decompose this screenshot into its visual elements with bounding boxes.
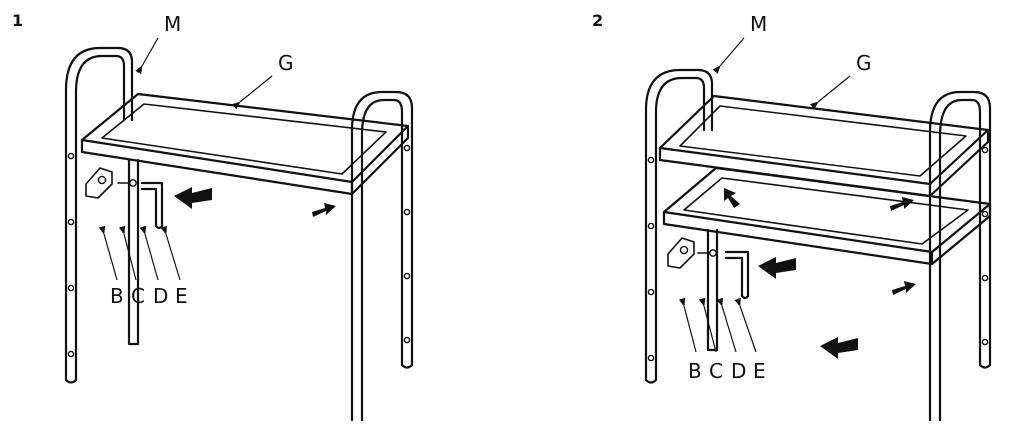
leader-arrow-icon: [810, 75, 851, 110]
label-m: M: [164, 12, 181, 36]
frame-right-upright: [928, 90, 992, 422]
leader-arrow-icon: [98, 225, 118, 281]
frame-hole: [67, 152, 75, 160]
leader-arrow-icon: [712, 37, 745, 74]
frame-hole: [403, 272, 411, 280]
push-arrow-icon: [724, 188, 740, 208]
hex-key-icon: [724, 250, 750, 300]
push-arrow-icon: [174, 187, 212, 209]
step-number: 1: [12, 11, 23, 30]
hex-key-icon: [140, 181, 164, 230]
frame-hole: [981, 210, 989, 218]
push-arrow-icon: [890, 197, 914, 211]
bracket-icon: [667, 237, 695, 269]
frame-hole: [647, 222, 655, 230]
push-arrow-icon: [758, 257, 796, 279]
leader-arrow-icon: [734, 297, 757, 353]
frame-hole: [647, 156, 655, 164]
frame-hole: [67, 218, 75, 226]
step-number: 2: [592, 11, 603, 30]
upper-shelf-tray: [658, 94, 990, 198]
frame-left-upright: [644, 68, 714, 384]
label-e: E: [753, 359, 766, 383]
frame-hole: [981, 274, 989, 282]
leader-arrow-icon: [139, 225, 159, 281]
leader-arrow-icon: [698, 297, 717, 353]
screw-icon: [697, 249, 717, 257]
center-post: [706, 228, 719, 352]
frame-hole: [403, 336, 411, 344]
frame-hole: [403, 144, 411, 152]
frame-hole: [647, 354, 655, 362]
panel-step-2: 2: [592, 11, 992, 422]
leader-arrow-icon: [232, 75, 273, 110]
leader-arrow-icon: [678, 297, 697, 353]
label-g: G: [856, 51, 872, 75]
leader-arrow-icon: [160, 225, 181, 281]
label-d: D: [153, 284, 168, 308]
leader-arrow-icon: [716, 297, 737, 353]
push-arrow-icon: [312, 203, 336, 217]
push-arrow-icon: [820, 337, 858, 359]
label-e: E: [175, 284, 188, 308]
label-b: B: [110, 284, 124, 308]
push-arrow-icon: [892, 281, 916, 295]
label-g: G: [278, 51, 294, 75]
label-d: D: [731, 359, 746, 383]
center-post: [127, 158, 140, 346]
frame-left-upright: [64, 46, 134, 384]
leader-arrow-icon: [118, 225, 137, 281]
frame-hole: [981, 146, 989, 154]
frame-hole: [647, 288, 655, 296]
label-c: C: [131, 284, 145, 308]
frame-hole: [67, 350, 75, 358]
panel-step-1: 1: [12, 11, 414, 422]
frame-right-upright: [350, 90, 414, 422]
bracket-icon: [85, 167, 113, 199]
frame-hole: [981, 338, 989, 346]
leader-arrow-icon: [135, 37, 159, 75]
label-c: C: [709, 359, 723, 383]
label-b: B: [688, 359, 702, 383]
screw-icon: [117, 179, 137, 187]
frame-hole: [67, 284, 75, 292]
frame-hole: [403, 208, 411, 216]
label-m: M: [750, 12, 767, 36]
